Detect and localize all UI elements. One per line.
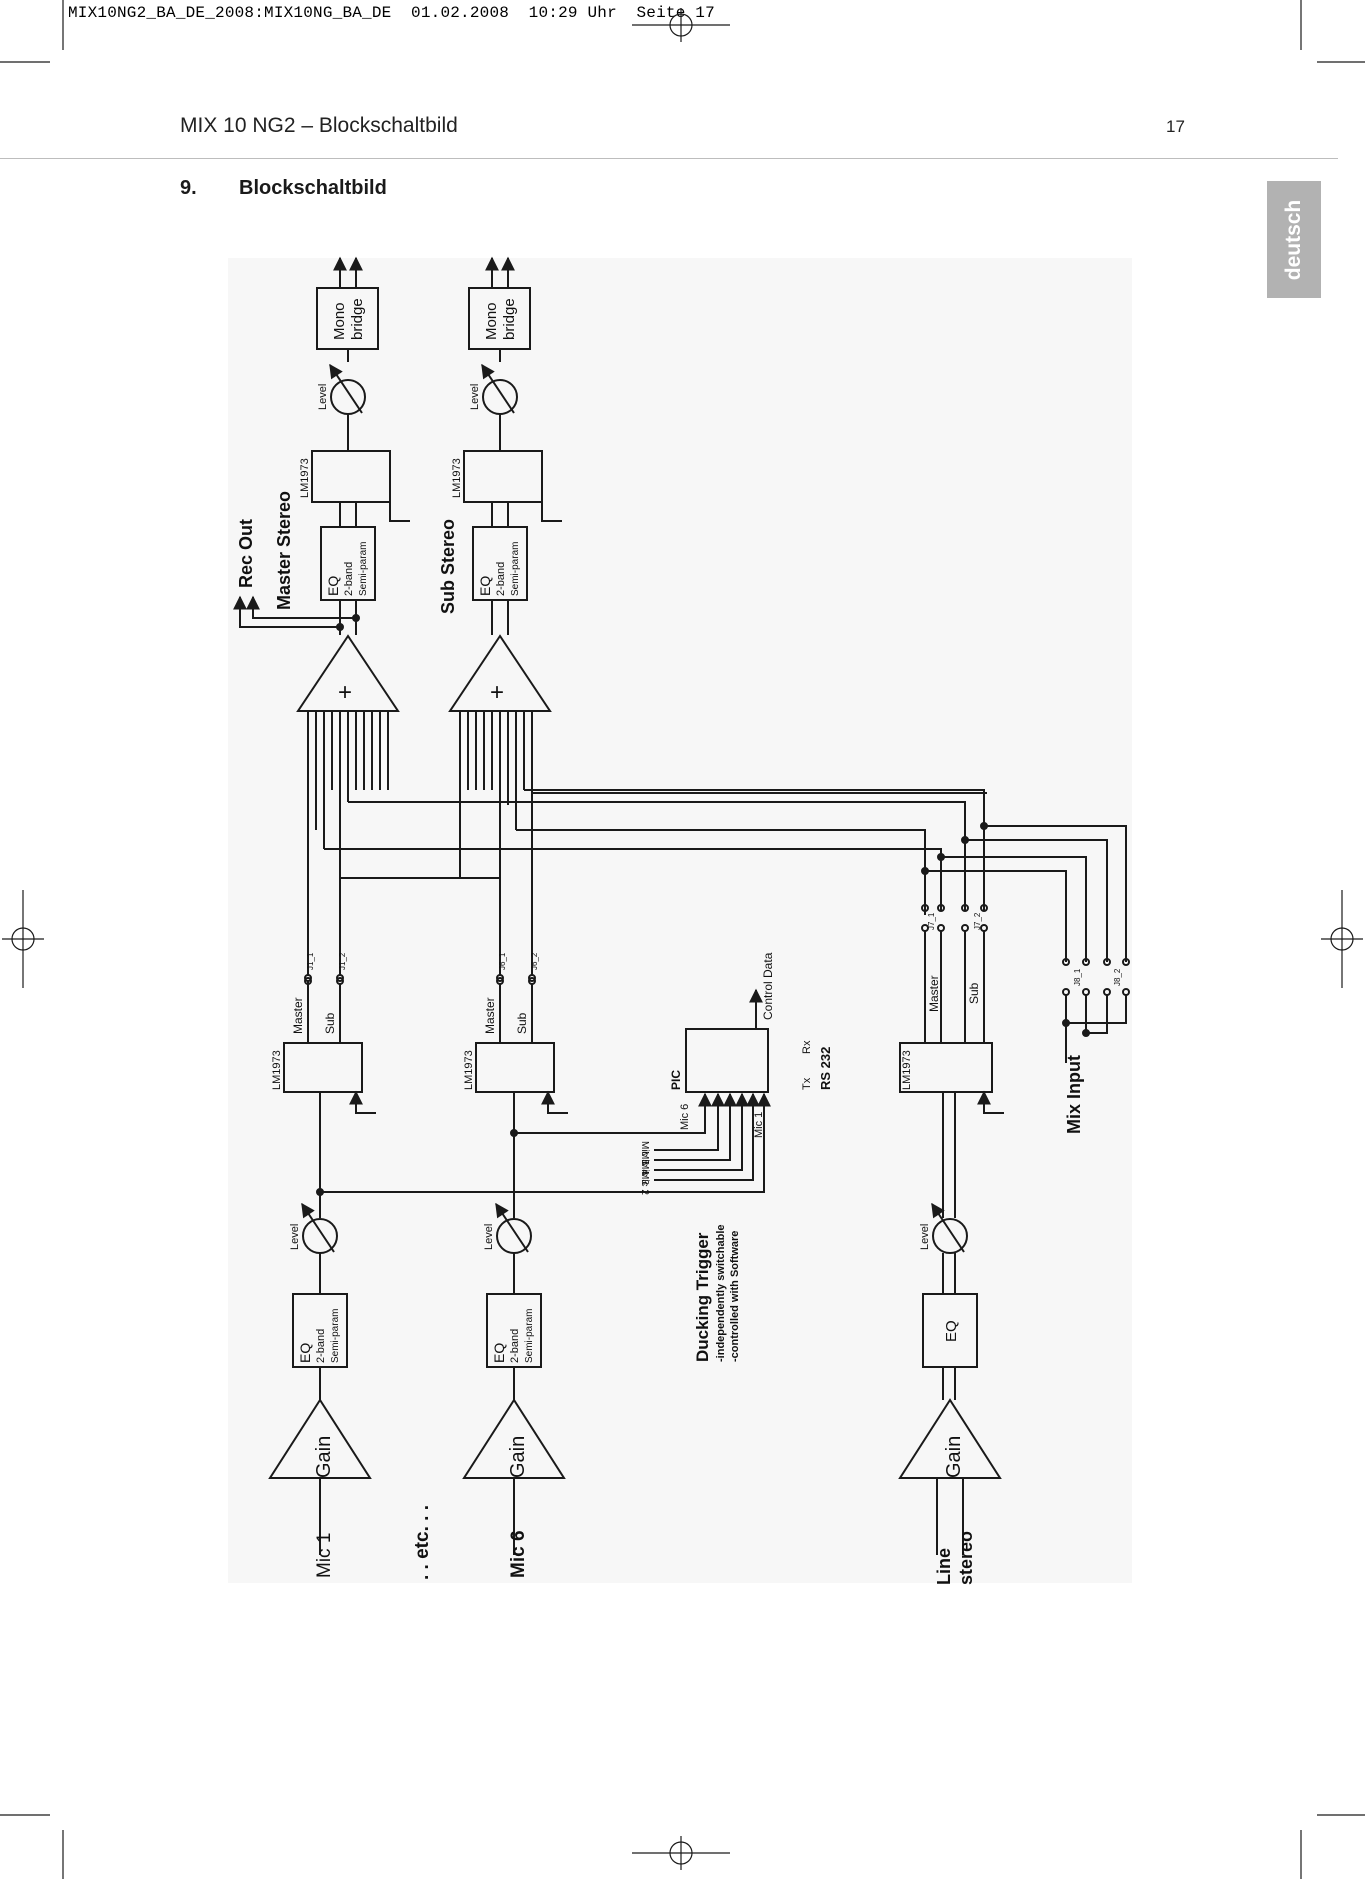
sub-label-mic6: Sub (515, 1012, 529, 1034)
lm1973-mic1 (283, 1042, 363, 1093)
mic2-trigger-label: Mic 2 (639, 1171, 650, 1195)
print-slug-line: MIX10NG2_BA_DE_2008:MIX10NG_BA_DE 01.02.… (68, 4, 715, 22)
level-label-mic1: Level (289, 1224, 301, 1250)
language-tab[interactable]: deutsch (1267, 181, 1321, 298)
gain-label-mic1: Gain (313, 1436, 335, 1478)
j7-1-label: J7_1 (927, 912, 936, 930)
chip-label-sub: LM1973 (451, 458, 463, 498)
mic6-channel (462, 849, 568, 1555)
mono-bridge-label-sub-2: bridge (501, 298, 518, 340)
j1-1-label: J1_1 (306, 952, 315, 970)
master-output-chain (233, 256, 410, 956)
bus-routing (324, 789, 1127, 962)
j1-2-label: J1_2 (338, 952, 347, 970)
j6-1-label: J6_1 (498, 952, 507, 970)
pic-tx-label: Tx (801, 1077, 813, 1090)
mono-bridge-label-sub: Mono (483, 302, 500, 340)
pic-label: PIC (669, 1070, 683, 1090)
ducking-title: Ducking Trigger (693, 1232, 712, 1362)
chip-label-mic1: LM1973 (271, 1050, 283, 1090)
level-label-sub: Level (469, 384, 481, 410)
diagram-background (228, 258, 1132, 1583)
input-mic1-label: Mic 1 (314, 1533, 335, 1578)
plus-master: + (338, 679, 352, 706)
sub-output-chain (448, 256, 562, 956)
chip-label-line: LM1973 (901, 1050, 913, 1090)
master-label-mic1: Master (291, 997, 305, 1034)
mic1-channel (268, 878, 376, 1555)
mic5-trigger-label: Mic 5 (639, 1141, 650, 1165)
eq-line1-mic6: 2-band (509, 1329, 521, 1363)
mono-bridge-label-master: Mono (331, 302, 348, 340)
control-data-label: Control Data (761, 952, 775, 1020)
level-label-mic6: Level (483, 1224, 495, 1250)
input-line-label: Line (934, 1548, 954, 1585)
lm1973-line (899, 1042, 993, 1093)
gain-label-line: Gain (943, 1436, 965, 1478)
j8-1-label: J8_1 (1073, 968, 1082, 986)
j7-2-label: J7_2 (973, 912, 982, 930)
master-label-line: Master (927, 975, 941, 1012)
eq-line2-sub: Semi-param (510, 542, 521, 596)
pic-mic6-label: Mic 6 (679, 1104, 691, 1130)
eq-line1-mic1: 2-band (315, 1329, 327, 1363)
eq-sub (472, 526, 528, 601)
chip-label-mic6: LM1973 (463, 1050, 475, 1090)
input-mic6-label: Mic 6 (508, 1530, 529, 1578)
eq-line (922, 1293, 978, 1368)
eq-line1-master: 2-band (343, 562, 355, 596)
input-etc-label: . . etc. . . (412, 1505, 433, 1580)
chip-label-master: LM1973 (299, 458, 311, 498)
eq-label-mic6: EQ (491, 1343, 507, 1363)
eq-label-mic1: EQ (297, 1343, 313, 1363)
pic-mic1-label: Mic 1 (753, 1112, 765, 1138)
ducking-line1: -independently switchable (715, 1224, 727, 1362)
mic4-trigger-label: Mic 4 (639, 1151, 650, 1175)
sub-stereo-label: Sub Stereo (438, 519, 458, 614)
eq-line2-master: Semi-param (358, 542, 369, 596)
mic3-trigger-label: Mic 3 (639, 1161, 650, 1185)
mix-input (1062, 958, 1130, 1063)
sub-label-line: Sub (967, 982, 981, 1004)
master-label-mic6: Master (483, 997, 497, 1034)
gain-amp-line (898, 1398, 1002, 1479)
mix-input-label: Mix Input (1064, 1055, 1084, 1134)
j6-2-label: J6_2 (530, 952, 539, 970)
eq-master (320, 526, 376, 601)
eq-line1-sub: 2-band (495, 562, 507, 596)
line-stereo-channel (898, 904, 1004, 1555)
pic-rx-label: Rx (801, 1040, 813, 1054)
mono-bridge-label-master-2: bridge (349, 298, 366, 340)
section-title: Blockschaltbild (239, 177, 387, 199)
input-stereo-label: stereo (956, 1531, 976, 1585)
eq-label-master: EQ (325, 576, 341, 596)
sub-label-mic1: Sub (323, 1012, 337, 1034)
eq-line2-mic1: Semi-param (330, 1309, 341, 1363)
eq-label-sub: EQ (477, 576, 493, 596)
level-knob-line (932, 1218, 968, 1254)
section-number: 9. (180, 177, 197, 199)
level-label-line: Level (919, 1224, 931, 1250)
lm1973-sub (463, 450, 543, 503)
rs232-label: RS 232 (818, 1047, 833, 1090)
plus-sub: + (490, 679, 504, 706)
lm1973-master (311, 450, 391, 503)
j8-2-label: J8_2 (1113, 968, 1122, 986)
header-rule (0, 158, 1338, 159)
pic-controller (320, 988, 771, 1193)
master-stereo-label: Master Stereo (274, 491, 294, 610)
eq-line2-mic6: Semi-param (524, 1309, 535, 1363)
pic-box (685, 1028, 769, 1093)
eq-label-line: EQ (943, 1320, 960, 1342)
ducking-line2: -controlled with Software (729, 1231, 741, 1362)
level-label-master: Level (317, 384, 329, 410)
page-header-title: MIX 10 NG2 – Blockschaltbild (180, 114, 458, 137)
page-number: 17 (1166, 117, 1185, 136)
gain-label-mic6: Gain (507, 1436, 529, 1478)
rec-out-label: Rec Out (236, 519, 256, 588)
